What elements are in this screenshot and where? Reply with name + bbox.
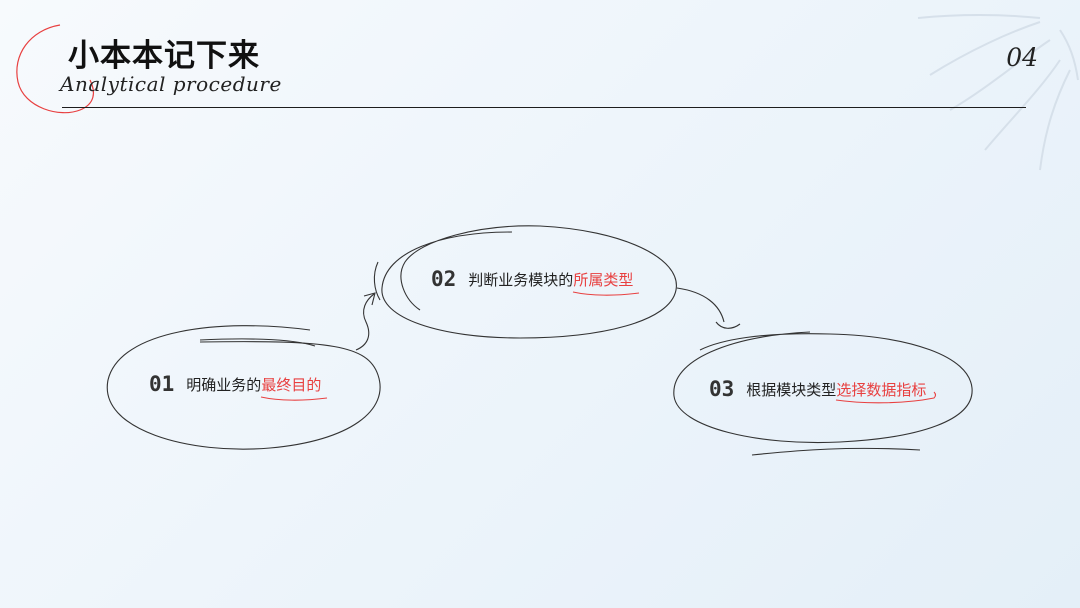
step-02-text: 判断业务模块的 [468, 270, 574, 289]
step-01-underline [261, 395, 328, 401]
step-03-highlight: 选择数据指标 [836, 379, 937, 403]
step-01-highlight: 最终目的 [261, 374, 328, 401]
header-divider [62, 107, 1026, 108]
step-02-number: 02 [431, 267, 457, 291]
step-03-underline [836, 391, 937, 403]
step-02-highlight-text: 所属类型 [573, 270, 634, 289]
leaf-decoration [917, 14, 1079, 171]
step-01-oval [106, 325, 381, 450]
step-02-oval [373, 225, 677, 339]
page-subtitle: Analytical procedure [60, 72, 282, 96]
title-accent-circle [16, 24, 95, 114]
step-03-oval [673, 331, 973, 456]
step-03-highlight-text: 选择数据指标 [836, 380, 927, 399]
page-title: 小本本记下来 [68, 38, 260, 74]
arrow-01-to-02 [355, 292, 376, 351]
step-01: 01 明确业务的 最终目的 [149, 372, 328, 401]
step-02-highlight: 所属类型 [573, 269, 640, 296]
step-01-number: 01 [149, 372, 175, 396]
step-02-underline [573, 290, 640, 296]
page-number: 04 [1006, 43, 1038, 72]
arrow-02-to-03 [676, 287, 741, 329]
step-03: 03 根据模块类型 选择数据指标 [709, 377, 937, 403]
step-02: 02 判断业务模块的 所属类型 [431, 267, 640, 296]
step-03-number: 03 [709, 377, 735, 401]
step-03-text: 根据模块类型 [746, 380, 837, 399]
step-01-text: 明确业务的 [186, 375, 262, 394]
step-01-highlight-text: 最终目的 [261, 375, 322, 394]
